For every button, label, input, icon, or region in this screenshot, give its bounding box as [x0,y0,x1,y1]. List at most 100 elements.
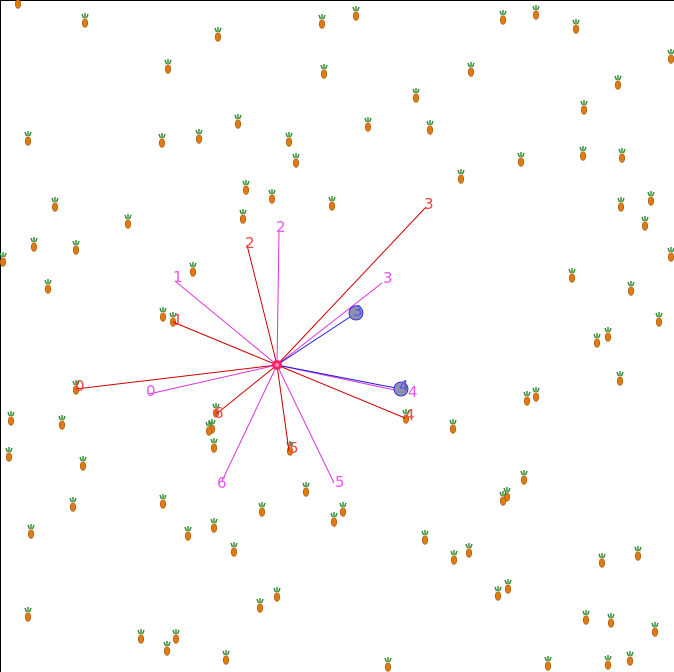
carrot-icon [614,74,622,91]
carrot-icon [242,179,250,196]
carrot-icon [158,132,166,149]
carrot-icon [318,13,326,29]
red-ray-label-4: 4 [405,406,415,424]
red-ray-label-2: 2 [245,234,255,252]
carrot-icon [285,131,293,148]
magenta-ray-label-3: 3 [383,269,393,287]
carrot-icon [258,501,266,517]
carrot-icon [450,549,458,565]
red-ray-2 [246,244,278,366]
target-markers [348,305,409,397]
carrot-icon [230,541,238,557]
carrot-icon [44,278,52,294]
marker-label-4: 4 [399,377,409,395]
carrot-icon [14,0,22,10]
carrot-icon [604,326,612,342]
carrot-icon [195,128,203,145]
carrot-icon [339,501,347,517]
carrot-icon [79,455,87,471]
carrot-icon [651,621,659,637]
blue-ray-4 [276,364,402,390]
red-ray-label-6: 6 [214,404,224,422]
carrot-icon [568,267,576,283]
magenta-ray-label-5: 5 [335,473,345,491]
red-ray-label-3: 3 [424,195,434,213]
red-ray-0 [75,364,278,390]
carrot-icon [523,390,531,406]
magenta-ray-label-0: 0 [146,382,156,400]
carrot-icon [499,490,507,506]
carrot-icon [627,280,635,296]
magenta-ray-label-4: 4 [408,383,418,401]
carrot-icon [618,147,626,164]
carrot-icon [234,113,242,130]
carrot-icon [273,586,281,602]
carrot-icon [58,414,66,430]
carrot-icon [517,151,525,168]
carrot-icon [328,195,336,212]
carrot-icon [616,370,624,386]
carrot-icon [572,18,580,34]
carrot-icon [210,517,218,533]
carrot-icon [647,190,655,207]
sensor-rays [75,206,427,484]
carrot-icon [184,525,192,541]
carrot-icon [222,649,230,665]
carrot-icon [5,446,13,462]
carrot-icon [239,208,247,225]
target-marker-3 [348,305,364,321]
carrot-icon [163,640,171,656]
carrot-icon [256,597,264,613]
carrot-icon [69,496,77,512]
carrot-icon [532,4,540,20]
carrot-icon [137,628,145,644]
magenta-ray-label-2: 2 [276,218,286,236]
red-ray-6 [214,364,278,416]
red-ray-label-5: 5 [289,439,299,457]
red-ray-3 [276,206,427,366]
carrot-icon [421,529,429,545]
carrot-icon [159,306,167,322]
carrot-icon [210,437,218,453]
carrot-icon [457,168,465,185]
carrot-icon [580,99,588,116]
red-ray-4 [276,364,406,419]
carrot-icon [24,606,32,622]
carrot-icon [582,609,590,625]
carrot-icon [604,654,612,670]
carrot-icon [124,213,132,230]
carrot-icon [24,130,32,147]
carrot-icon [51,196,59,213]
carrot-icon [465,542,473,558]
carrot-icon [159,493,167,509]
magenta-ray-2 [276,231,280,366]
carrot-icon [330,511,338,527]
carrot-icon [189,261,197,277]
carrot-icon [27,523,35,539]
agent-center-dot [275,363,279,367]
carrot-icon [302,481,310,497]
magenta-ray-5 [276,364,335,484]
carrot-icon [544,655,552,671]
carrot-icon [164,58,172,75]
blue-ray-3 [276,312,357,366]
carrot-icon [0,251,7,267]
magenta-ray-label-6: 6 [217,474,227,492]
magenta-ray-3 [276,282,383,366]
carrot-icon [598,552,606,568]
red-ray-5 [276,364,290,452]
carrot-icon [593,332,601,348]
carrot-icon [364,116,372,133]
marker-label-3: 3 [353,302,363,320]
carrot-icon [579,145,587,162]
carrot-icon [172,628,180,644]
carrot-icon [634,545,642,561]
carrot-icon [320,63,328,80]
carrot-icon [504,578,512,594]
carrot-icon [532,386,540,402]
carrot-icon [72,239,80,256]
carrot-icon [607,612,615,628]
carrot-icon [384,656,392,672]
carrot-icon [412,87,420,104]
